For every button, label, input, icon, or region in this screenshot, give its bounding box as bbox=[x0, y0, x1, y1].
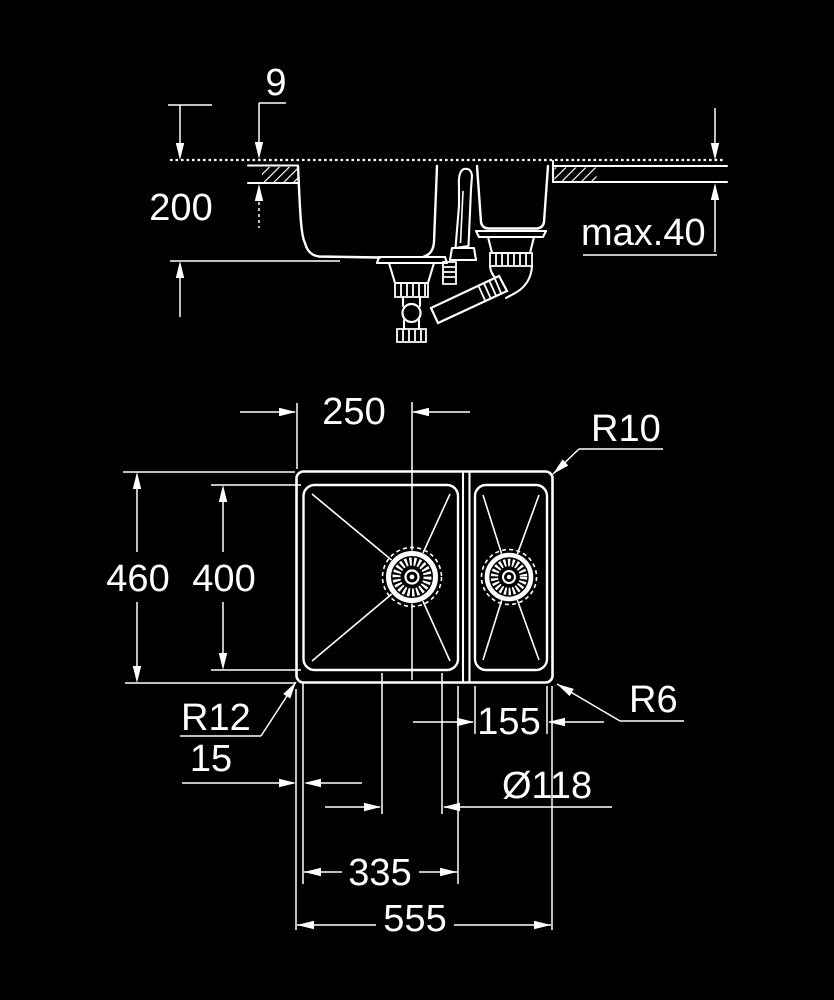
dim-outer-depth: 460 bbox=[106, 472, 170, 683]
main-bowl-section bbox=[296, 164, 439, 259]
corner-radius-bottom-right-label: R6 bbox=[629, 679, 678, 721]
small-bowl-outline bbox=[473, 483, 549, 672]
dim-rim-height: 9 bbox=[254, 62, 287, 228]
dim-rim-offset-label: 15 bbox=[190, 738, 232, 780]
dim-outer-width-label: 555 bbox=[383, 898, 446, 940]
hatch-fill-right bbox=[554, 167, 597, 181]
main-bowl-outline bbox=[302, 483, 460, 672]
dim-drain-diameter-label: Ø118 bbox=[502, 765, 592, 807]
dim-bowl-depth-label: 200 bbox=[149, 187, 212, 229]
dim-drain-offset: 250 bbox=[240, 391, 470, 433]
dim-countertop-thickness-label: max.40 bbox=[581, 212, 706, 254]
dim-rim-offset: 15 bbox=[182, 738, 362, 788]
corner-radius-bottom-left-label: R12 bbox=[181, 697, 251, 739]
dim-drain-offset-label: 250 bbox=[322, 391, 385, 433]
extension-lines bbox=[123, 403, 553, 930]
dim-main-bowl-width: 335 bbox=[304, 852, 457, 894]
main-drain-strainer-icon bbox=[381, 546, 443, 608]
small-strainer-nut bbox=[489, 252, 533, 267]
divider-wall-lines bbox=[461, 471, 471, 683]
dim-drain-diameter: Ø118 bbox=[325, 765, 612, 812]
dim-outer-depth-label: 460 bbox=[106, 558, 169, 600]
dim-right-bowl-width-label: 155 bbox=[477, 701, 540, 743]
leader-corner-radius-bottom-left: R12 bbox=[180, 679, 300, 739]
bowl-divider-section bbox=[442, 167, 478, 285]
connecting-pipe bbox=[429, 274, 509, 325]
dim-bowl-depth-side: 200 bbox=[149, 104, 340, 317]
corner-radius-top-label: R10 bbox=[591, 408, 661, 450]
dim-right-bowl-width: 155 bbox=[413, 701, 604, 743]
plan-view: 250 460 400 R10 bbox=[106, 391, 684, 940]
dim-bowl-depth-plan-label: 400 bbox=[192, 558, 255, 600]
dim-rim-height-label: 9 bbox=[265, 62, 286, 104]
countertop-section-right bbox=[551, 159, 729, 184]
dim-main-bowl-width-label: 335 bbox=[348, 852, 411, 894]
elbow-outer bbox=[504, 264, 534, 300]
overflow-connector bbox=[442, 261, 457, 285]
small-bowl-section bbox=[474, 164, 550, 300]
leader-corner-radius-bottom-right: R6 bbox=[554, 679, 684, 722]
leader-corner-radius-top: R10 bbox=[550, 408, 663, 478]
countertop-section-left bbox=[246, 164, 300, 185]
side-section-view: 9 200 max.40 bbox=[149, 62, 729, 343]
hatch-fill-left bbox=[262, 167, 298, 182]
main-strainer-trap bbox=[375, 255, 449, 343]
sink-outer-outline bbox=[295, 470, 554, 684]
small-drain-strainer-icon bbox=[480, 548, 538, 606]
dim-bowl-depth-plan: 400 bbox=[192, 485, 256, 670]
dim-outer-width: 555 bbox=[297, 898, 551, 940]
trap-ball-joint bbox=[401, 302, 422, 324]
dim-countertop-thickness: max.40 bbox=[581, 108, 720, 256]
